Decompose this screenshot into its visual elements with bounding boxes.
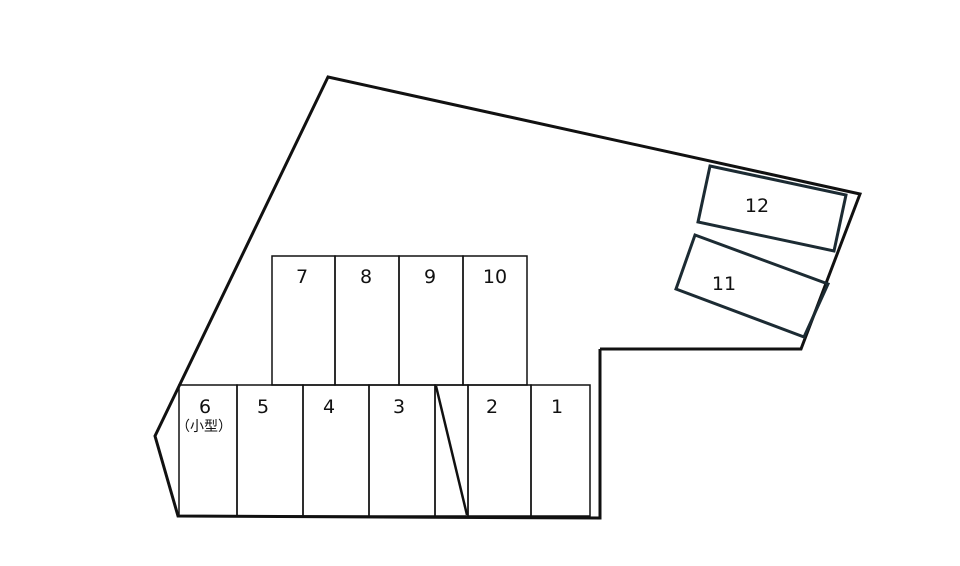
stall-2-label: 2 (486, 396, 498, 418)
stall-7-label: 7 (296, 266, 308, 288)
stall-1 (530, 384, 591, 517)
stall-2 (467, 384, 532, 517)
stall-5-label: 5 (257, 396, 269, 418)
lot-boundary (153, 75, 863, 520)
stall-labels: 7 8 9 10 6 （小型） 5 4 3 2 1 12 11 (176, 195, 769, 435)
stall-3-label: 3 (393, 396, 405, 418)
lower-stall-row (178, 384, 591, 517)
stall-5 (236, 384, 304, 517)
walkway-diagonal (434, 385, 469, 516)
stall-6-label: 6 (199, 396, 211, 418)
stall-8-label: 8 (360, 266, 372, 288)
stall-4 (302, 384, 370, 517)
stall-11 (674, 233, 831, 339)
stall-9-label: 9 (424, 266, 436, 288)
stall-11-label: 11 (712, 273, 736, 295)
stall-12 (696, 164, 848, 253)
stall-1-label: 1 (551, 396, 563, 418)
stall-4-label: 4 (323, 396, 335, 418)
stall-10-label: 10 (483, 266, 507, 288)
stall-12-label: 12 (745, 195, 769, 217)
stall-6-note: （小型） (176, 419, 232, 435)
